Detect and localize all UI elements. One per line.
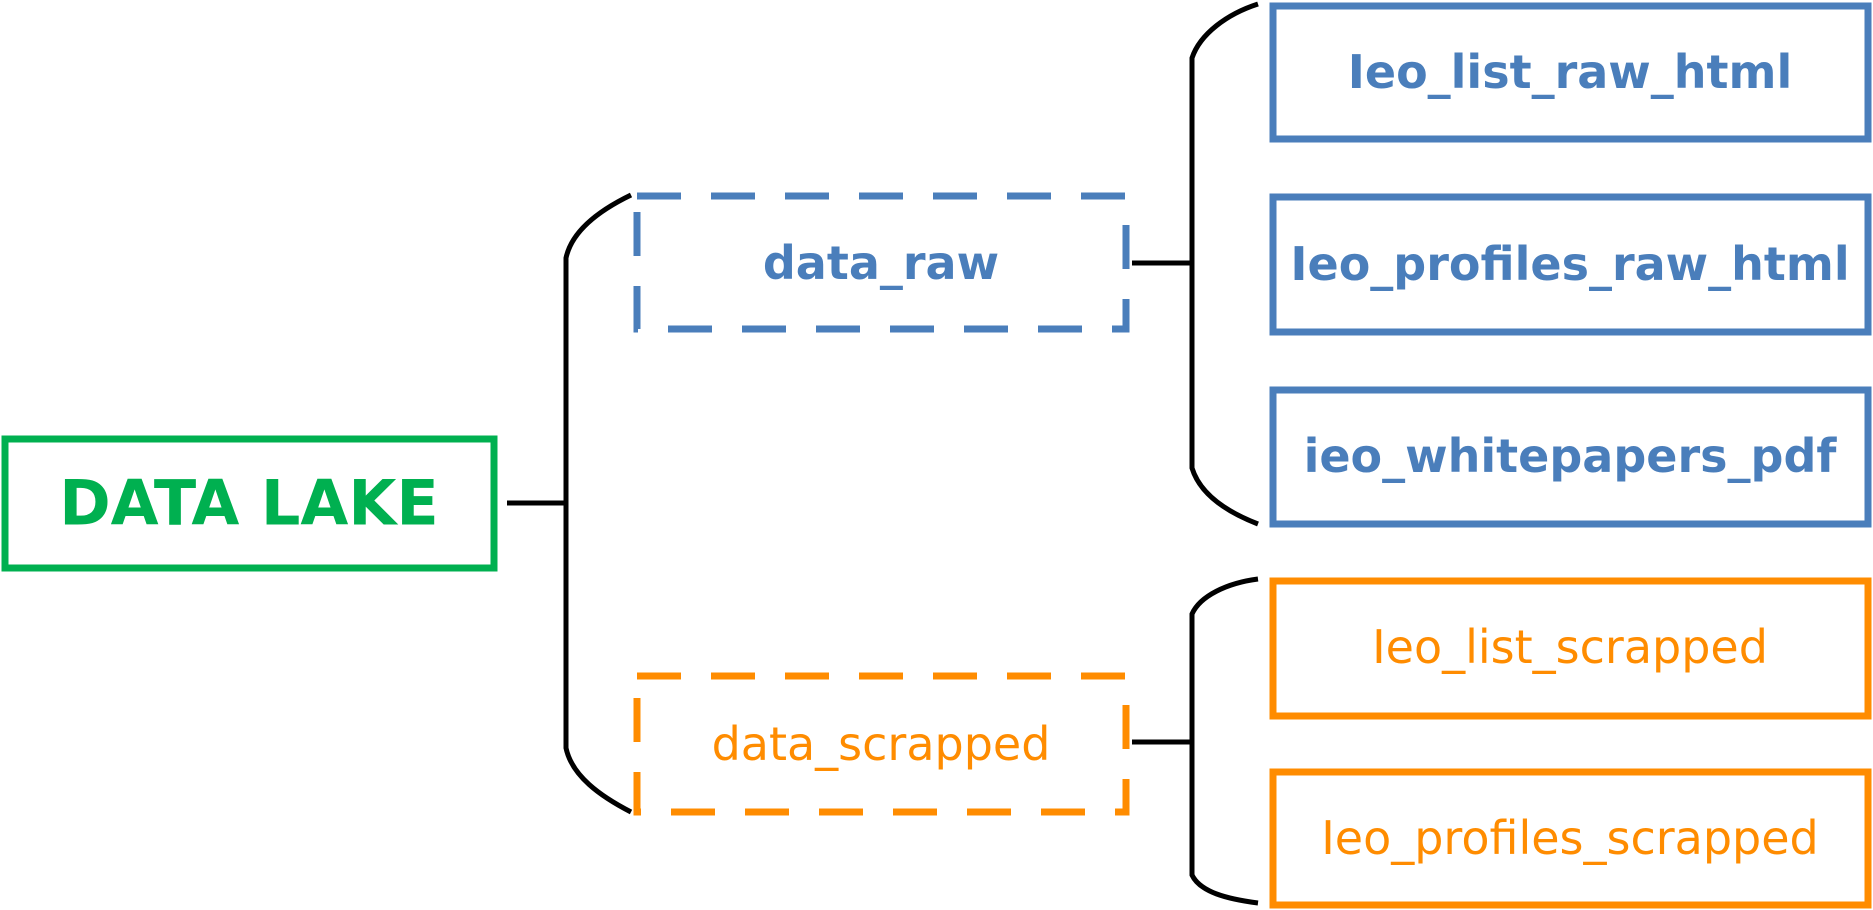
branch-data-raw: data_raw <box>633 192 1130 333</box>
leaf-box <box>1269 193 1872 336</box>
leaf-ieo-whitepapers-pdf: ieo_whitepapers_pdf <box>1269 386 1872 528</box>
leaf-box <box>1269 768 1872 909</box>
leaf-label: ieo_whitepapers_pdf <box>1304 429 1838 483</box>
root-node-box <box>1 435 498 572</box>
leaf-box <box>1269 577 1872 720</box>
leaf-box <box>1269 386 1872 528</box>
data-raw-label: data_raw <box>763 236 999 290</box>
data-scrapped-box <box>633 672 1130 816</box>
data-raw-box <box>633 192 1130 333</box>
data-scrapped-label: data_scrapped <box>712 717 1051 771</box>
connectors <box>507 1 1259 906</box>
leaf-box <box>1269 2 1872 143</box>
leaf-ieo-list-raw-html: Ieo_list_raw_html <box>1269 2 1872 143</box>
leaf-ieo-profiles-raw-html: Ieo_profiles_raw_html <box>1269 193 1872 336</box>
leaf-label: Ieo_profiles_scrapped <box>1321 811 1819 865</box>
branch-data-scrapped: data_scrapped <box>633 672 1130 816</box>
root-node: DATA LAKE <box>1 435 498 572</box>
leaf-label: Ieo_list_scrapped <box>1372 620 1768 674</box>
root-node-label: DATA LAKE <box>59 467 439 540</box>
leaf-ieo-list-scrapped: Ieo_list_scrapped <box>1269 577 1872 720</box>
root-brace <box>563 192 633 815</box>
data-raw-brace <box>1189 1 1259 527</box>
leaf-ieo-profiles-scrapped: Ieo_profiles_scrapped <box>1269 768 1872 909</box>
leaf-label: Ieo_profiles_raw_html <box>1290 237 1849 291</box>
data-scrapped-brace <box>1189 576 1259 906</box>
leaf-label: Ieo_list_raw_html <box>1348 45 1792 99</box>
